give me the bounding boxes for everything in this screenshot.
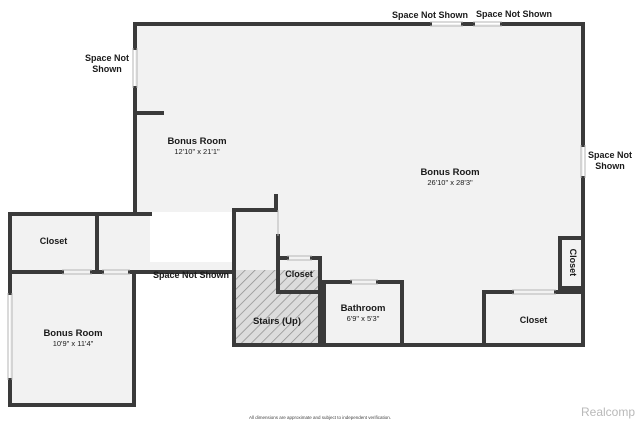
closet-side-right-floor	[560, 238, 583, 288]
room-dimensions: 10'9" x 11'4"	[52, 339, 94, 349]
main-floor	[135, 24, 583, 345]
room-closet-side-right: Closet	[567, 248, 578, 277]
room-bonus-small: Bonus Room 10'9" x 11'4"	[18, 328, 128, 348]
floor-fills	[10, 24, 583, 405]
room-name: Bonus Room	[420, 167, 480, 178]
corridor-floor	[98, 214, 232, 270]
bathroom-floor	[324, 282, 402, 345]
room-bonus-large: Bonus Room 26'10" x 28'3"	[395, 167, 505, 187]
brand-logo: Realcomp	[580, 405, 636, 419]
room-bathroom: Bathroom 6'9" x 5'3"	[324, 303, 402, 323]
space-not-shown-middle: Space Not Shown	[152, 270, 229, 280]
space-not-shown-top-2: Space Not Shown	[475, 9, 552, 19]
room-closet-bottom-right: Closet	[519, 315, 548, 325]
space-not-shown-right-text: Space Not Shown	[587, 150, 632, 171]
room-name: Bonus Room	[43, 328, 103, 339]
space-not-shown-top-1: Space Not Shown	[391, 10, 468, 20]
room-name: Bathroom	[340, 303, 386, 314]
room-dimensions: 12'10" x 21'1"	[174, 147, 220, 157]
room-dimensions: 26'10" x 28'3"	[427, 178, 473, 188]
openings	[7, 21, 586, 380]
space-not-shown-right: Space Not Shown	[584, 150, 636, 172]
room-closet-center: Closet	[285, 269, 313, 279]
small-bonus-floor	[10, 272, 134, 405]
room-dimensions: 6'9" x 5'3"	[346, 314, 380, 324]
space-not-shown-left: Space Not Shown	[74, 53, 140, 75]
space-not-shown-left-text: Space Not Shown	[84, 53, 129, 74]
walls	[8, 22, 585, 407]
room-stairs: Stairs (Up)	[252, 316, 302, 327]
room-name: Bonus Room	[167, 136, 227, 147]
room-closet-left: Closet	[39, 236, 68, 246]
room-bonus-left: Bonus Room 12'10" x 21'1"	[142, 136, 252, 156]
closet-bottom-right-floor	[484, 292, 583, 345]
disclaimer: All dimensions are approximate and subje…	[248, 415, 392, 420]
